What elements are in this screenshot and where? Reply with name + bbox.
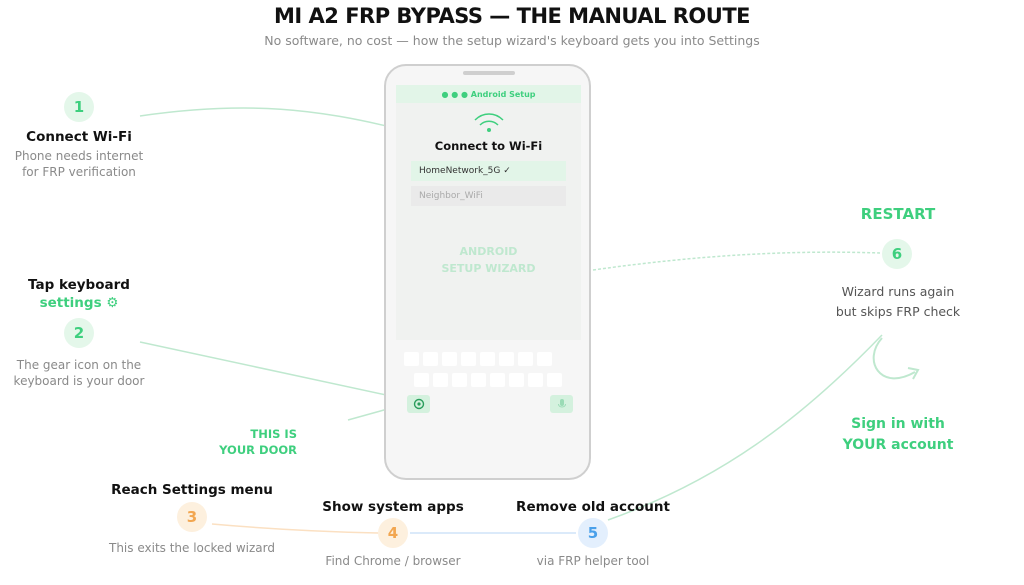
step-3-desc: This exits the locked wizard (109, 541, 275, 555)
step-1-desc: Phone needs internet for FRP verificatio… (14, 149, 144, 179)
line-3-to-4 (211, 523, 379, 534)
wifi-icon (474, 113, 504, 132)
page-title: MI A2 FRP BYPASS — THE MANUAL ROUTE (274, 4, 751, 28)
keyboard-key[interactable] (547, 373, 562, 387)
keyboard-key[interactable] (471, 373, 486, 387)
step-2-desc: The gear icon on the keyboard is your do… (13, 358, 145, 388)
restart-loop-arrow (872, 337, 916, 380)
step-6-badge: 6 (882, 239, 912, 269)
step-5-title: Remove old account (516, 499, 670, 515)
keyboard-key[interactable] (414, 373, 429, 387)
keyboard-key[interactable] (518, 352, 533, 366)
keyboard-key[interactable] (528, 373, 543, 387)
keyboard-key[interactable] (509, 373, 524, 387)
keyboard-key[interactable] (423, 352, 438, 366)
step-4-desc: Find Chrome / browser (325, 554, 461, 568)
step-6-desc: Wizard runs again but skips FRP check (835, 284, 961, 319)
keyboard-key[interactable] (499, 352, 514, 366)
keyboard-key[interactable] (537, 352, 552, 366)
step-4-badge: 4 (378, 518, 408, 548)
step-2-badge: 2 (64, 318, 94, 348)
phone-status-bar: ● ● ● Android Setup (396, 85, 581, 103)
keyboard-key[interactable] (461, 352, 476, 366)
sign-in-callout: Sign in with YOUR account (842, 416, 954, 453)
door-callout: THIS IS YOUR DOOR (219, 427, 297, 457)
microphone-icon (557, 399, 566, 408)
line-5-to-6 (607, 334, 883, 521)
keyboard-mic-button[interactable] (550, 395, 573, 413)
gear-icon (413, 398, 424, 410)
step-6-title: RESTART (860, 205, 936, 223)
keyboard-key[interactable] (433, 373, 448, 387)
step-5-badge: 5 (578, 518, 608, 548)
phone-screen (396, 85, 581, 340)
keyboard-key[interactable] (452, 373, 467, 387)
keyboard-key[interactable] (490, 373, 505, 387)
screen-title: Connect to Wi-Fi (434, 139, 543, 153)
keyboard-settings-button[interactable] (407, 395, 430, 413)
step-2-title: Tap keyboard settings ⚙ (28, 277, 130, 311)
step-4-title: Show system apps (322, 499, 464, 515)
keyboard-key[interactable] (480, 352, 495, 366)
setup-wizard-watermark: ANDROID SETUP WIZARD (441, 245, 536, 275)
network-item-home[interactable]: HomeNetwork_5G ✓ (411, 161, 566, 181)
arrow-1-to-phone (139, 107, 396, 129)
line-phone-to-6 (592, 251, 881, 271)
keyboard-key[interactable] (442, 352, 457, 366)
step-3-badge: 3 (177, 502, 207, 532)
page-subtitle: No software, no cost — how the setup wiz… (264, 33, 760, 48)
network-item-neighbor[interactable]: Neighbor_WiFi (411, 186, 566, 206)
step-3-title: Reach Settings menu (111, 482, 273, 498)
phone-speaker (463, 71, 515, 75)
keyboard (396, 345, 581, 425)
step-1-badge: 1 (64, 92, 94, 122)
step-1-title: Connect Wi-Fi (26, 129, 132, 145)
step-5-desc: via FRP helper tool (536, 554, 650, 568)
arrow-2-to-gear (139, 341, 401, 399)
keyboard-key[interactable] (404, 352, 419, 366)
